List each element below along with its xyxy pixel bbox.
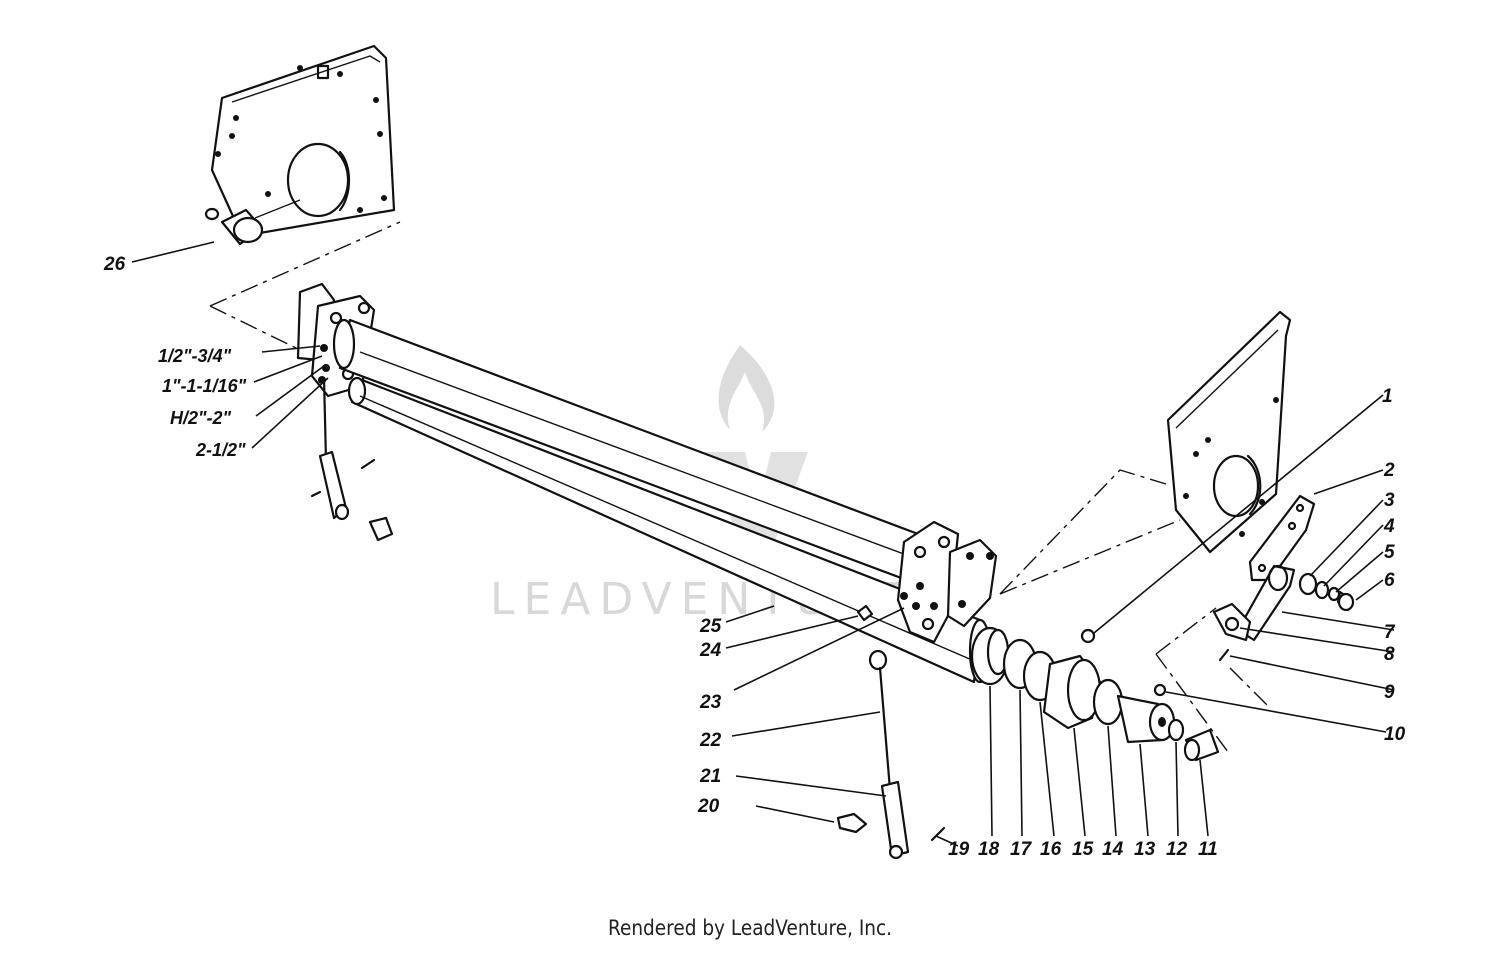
label-part-13: 13	[1134, 839, 1156, 860]
label-part-14: 14	[1102, 839, 1124, 860]
size-label-1: 1/2"-3/4"	[158, 346, 232, 366]
label-part-4: 4	[1383, 516, 1395, 537]
label-part-16: 16	[1040, 839, 1062, 860]
label-part-12: 12	[1166, 839, 1188, 860]
label-part-18: 18	[978, 839, 1000, 860]
label-part-22: 22	[699, 730, 722, 751]
hardware-3-6	[1298, 572, 1355, 612]
size-label-3: H/2"-2"	[170, 408, 232, 428]
label-part-1: 1	[1382, 386, 1393, 407]
label-part-9: 9	[1384, 682, 1395, 703]
label-part-24: 24	[699, 640, 722, 661]
lever-arm-2	[1248, 494, 1316, 582]
main-shaft-tube	[332, 318, 936, 587]
part-26-bearing-flange	[204, 199, 301, 246]
label-part-25: 25	[699, 616, 722, 637]
label-part-6: 6	[1384, 570, 1395, 591]
bearing-stack	[970, 626, 1220, 762]
label-part-3: 3	[1384, 490, 1395, 511]
label-part-5: 5	[1384, 542, 1395, 563]
size-label-4: 2-1/2"	[195, 440, 246, 460]
label-part-15: 15	[1072, 839, 1094, 860]
label-part-23: 23	[699, 692, 722, 713]
label-part-8: 8	[1384, 644, 1395, 665]
label-part-2: 2	[1383, 460, 1395, 481]
label-part-10: 10	[1384, 724, 1406, 745]
lever-arm-7	[1236, 564, 1296, 642]
label-part-19: 19	[948, 839, 970, 860]
label-part-20: 20	[697, 796, 720, 817]
label-part-7: 7	[1384, 622, 1396, 643]
pivot-block-8	[1212, 602, 1252, 642]
size-label-2: 1"-1-1/16"	[162, 376, 247, 396]
leader-lines	[131, 241, 1395, 847]
label-part-21: 21	[699, 766, 721, 787]
label-part-11: 11	[1198, 839, 1218, 860]
label-part-26: 26	[103, 254, 126, 275]
footer-credit: Rendered by LeadVenture, Inc.	[607, 916, 893, 940]
center-mount-plate	[856, 520, 998, 644]
right-side-plate	[1166, 310, 1292, 554]
left-link-rod	[310, 376, 394, 542]
label-part-17: 17	[1010, 839, 1033, 860]
left-side-plate	[210, 44, 396, 238]
part-labels: 1 2 3 4 5 6 7 8 9 10 11 12 13 14 15 16 1…	[103, 254, 1406, 860]
size-labels: 1/2"-3/4" 1"-1-1/16" H/2"-2" 2-1/2"	[158, 346, 247, 460]
center-link-rod	[836, 649, 946, 860]
